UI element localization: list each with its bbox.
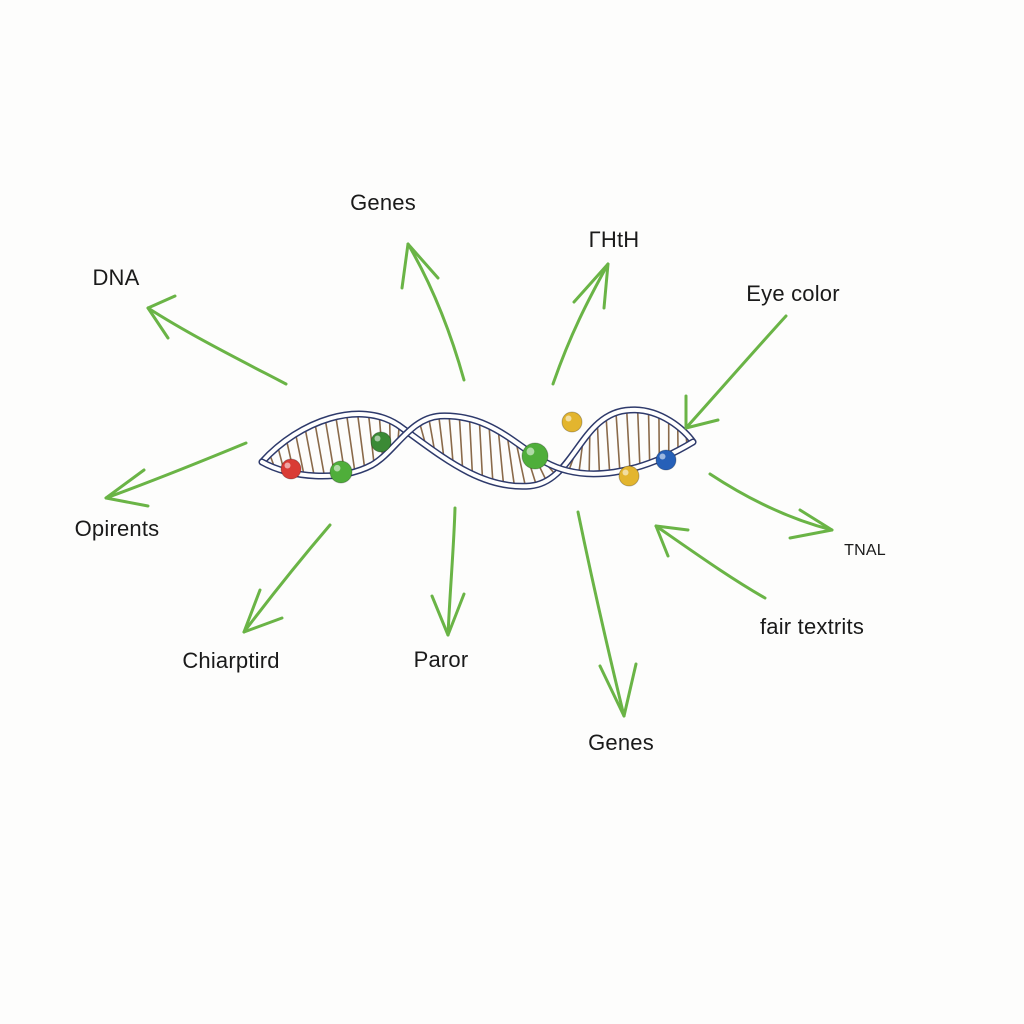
- base-pair-rung: [478, 420, 484, 480]
- arrow-from-eye-color: [684, 314, 788, 430]
- nucleotide-beads: [280, 411, 677, 487]
- arrow-to-opirents: [104, 441, 248, 508]
- label-genes-bottom: Genes: [588, 730, 654, 755]
- bead-green-center: [521, 442, 549, 470]
- base-pair-rung: [615, 411, 621, 473]
- bead-dark-green: [370, 431, 392, 453]
- bead-green-left: [329, 460, 353, 484]
- bead-blue: [655, 449, 677, 471]
- base-pair-rung: [304, 427, 315, 477]
- base-pair-rung: [448, 415, 454, 465]
- bead-yellow-bottom: [618, 465, 640, 487]
- base-pair-rung: [514, 439, 527, 488]
- bead-highlight: [565, 415, 572, 422]
- base-pair-rung: [468, 417, 474, 475]
- bead-yellow-top: [561, 411, 583, 433]
- label-genes-top: Genes: [350, 190, 416, 215]
- base-pair-rung: [588, 431, 591, 475]
- base-pair-rung: [636, 409, 641, 469]
- base-pair-rung: [428, 418, 436, 453]
- base-pair-rung: [647, 410, 651, 465]
- base-pair-rung: [294, 433, 305, 476]
- bead-red: [280, 458, 302, 480]
- arrow-from-fair-textrits: [654, 524, 767, 600]
- arrows-group: [104, 242, 834, 718]
- base-pair-rung: [488, 423, 494, 483]
- base-pair-rung: [345, 414, 356, 474]
- arrow-to-rhth: [551, 262, 610, 386]
- label-chiarptird: Chiarptird: [182, 648, 280, 673]
- bead-highlight: [622, 469, 629, 476]
- arrow-to-dna: [146, 294, 288, 386]
- base-pair-rung: [314, 422, 326, 477]
- arrow-to-genes-top: [400, 242, 466, 382]
- bead-highlight: [333, 464, 341, 472]
- label-tnal: TNAL: [844, 542, 886, 559]
- base-pair-rung: [605, 416, 611, 474]
- dna-strand-a-fill: [260, 407, 695, 489]
- base-pair-rung: [625, 409, 631, 471]
- dna-double-helix-icon: [258, 406, 697, 490]
- arrow-to-chiarptird: [242, 523, 332, 634]
- base-pair-rung: [506, 433, 516, 487]
- base-pair-rung: [356, 413, 366, 471]
- bead-highlight: [526, 447, 535, 456]
- label-eye-color: Eye color: [746, 281, 840, 306]
- bead-highlight: [284, 462, 291, 469]
- base-pair-rung: [497, 428, 505, 486]
- label-rhth: ΓHtH: [588, 227, 640, 252]
- bead-highlight: [659, 453, 666, 460]
- bead-highlight: [374, 435, 381, 442]
- arrow-to-paror: [430, 506, 466, 637]
- base-pair-rung: [596, 423, 601, 475]
- label-opirents: Opirents: [74, 516, 160, 541]
- arrow-to-genes-bottom: [576, 510, 638, 718]
- label-fair-textrits: fair textrits: [759, 614, 865, 639]
- arrow-to-tnal: [708, 472, 834, 540]
- label-paror: Paror: [413, 647, 469, 672]
- base-pair-rung: [438, 415, 445, 459]
- base-pair-rung: [458, 415, 464, 470]
- label-dna: DNA: [92, 265, 140, 290]
